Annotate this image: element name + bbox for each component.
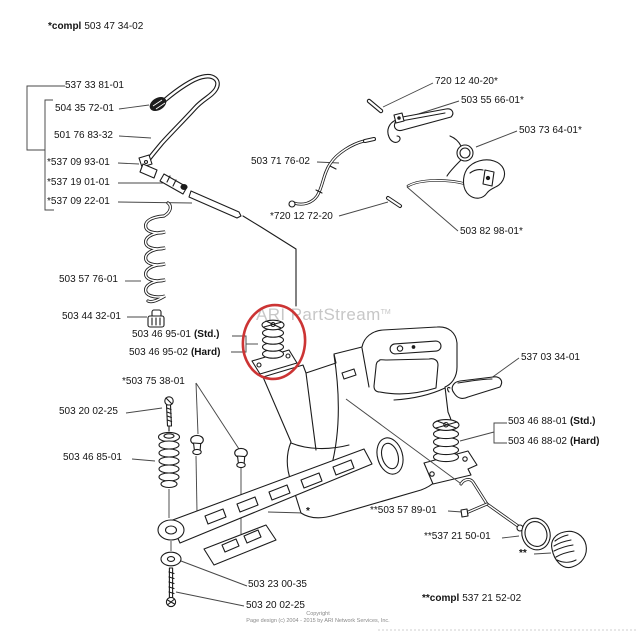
part-label-5371901-01[interactable]: *537 19 01-01 — [47, 177, 110, 188]
part-label-5370993-01[interactable]: *537 09 93-01 — [47, 157, 110, 168]
part-label-5034695-01-std[interactable]: 503 46 95-01(Std.) — [132, 329, 220, 340]
fuel-hose-assembly — [138, 73, 297, 307]
damper-plug — [147, 309, 165, 328]
part-label-5034695-02-hard[interactable]: 503 46 95-02(Hard) — [129, 347, 221, 358]
part-label-5037176-02[interactable]: 503 71 76-02 — [251, 156, 310, 167]
filler-ring — [521, 517, 551, 551]
grip-slot — [389, 340, 442, 355]
mount-column — [157, 396, 248, 608]
tank-handle-body — [157, 326, 458, 566]
part-label-7201272-20[interactable]: *720 12 72-20 — [270, 211, 333, 222]
part-label-5034688-01-std[interactable]: 503 46 88-01(Std.) — [508, 416, 596, 427]
copyright-footer: Copyright Page design (c) 2004 - 2015 by… — [178, 611, 458, 624]
part-label-5035566-01[interactable]: 503 55 66-01* — [461, 95, 524, 106]
throttle-cable — [288, 137, 376, 208]
part-label-5372150-01[interactable]: **537 21 50-01 — [424, 531, 491, 542]
highlight-circle — [241, 303, 307, 381]
watermark: ARI PartStreamTM — [256, 305, 391, 324]
av-spring-rear — [423, 419, 478, 485]
part-label-5032002-25-bottom[interactable]: 503 20 02-25 — [246, 600, 305, 611]
fuel-cap — [551, 530, 587, 569]
part-label-5370922-01[interactable]: *537 09 22-01 — [47, 196, 110, 207]
return-spring-large — [144, 201, 172, 304]
choke-rod — [345, 398, 524, 532]
part-label-5373381-01[interactable]: 537 33 81-01 — [65, 80, 124, 91]
part-label-5032300-35[interactable]: 503 23 00-35 — [248, 579, 307, 590]
part-label-5034685-01[interactable]: 503 46 85-01 — [63, 452, 122, 463]
trademark-symbol: TM — [380, 309, 391, 316]
part-label-5038298-01[interactable]: 503 82 98-01* — [460, 226, 523, 237]
throttle-lockout-lever — [366, 98, 454, 143]
part-label-5032002-25-top[interactable]: 503 20 02-25 — [59, 406, 118, 417]
part-label-5043572-01[interactable]: 504 35 72-01 — [55, 103, 114, 114]
av-spring-front — [251, 319, 298, 375]
throttle-trigger — [386, 159, 506, 208]
asterisk-marker-body: * — [306, 506, 310, 517]
part-label-5035789-01[interactable]: **503 57 89-01 — [370, 505, 437, 516]
grip-cover — [447, 376, 503, 399]
part-label-5034688-02-hard[interactable]: 503 46 88-02(Hard) — [508, 436, 600, 447]
part-label-5037364-01[interactable]: 503 73 64-01* — [519, 125, 582, 136]
fuel-filler-opening — [376, 437, 404, 475]
copyright-line2: Page design (c) 2004 - 2015 by ARI Netwo… — [246, 617, 390, 624]
trigger-spring — [446, 135, 474, 177]
copyright-line1: Copyright — [306, 611, 330, 617]
part-label-5034432-01[interactable]: 503 44 32-01 — [62, 311, 121, 322]
part-label-5035776-01[interactable]: 503 57 76-01 — [59, 274, 118, 285]
asterisk-marker-cap: ** — [519, 548, 527, 559]
part-label-5370334-01[interactable]: 537 03 34-01 — [521, 352, 580, 363]
part-label-7201240-20[interactable]: 720 12 40-20* — [435, 76, 498, 87]
leader-lines — [26, 82, 552, 607]
part-label-5017683-32[interactable]: 501 76 83-32 — [54, 130, 113, 141]
part-label-5037538-01[interactable]: *503 75 38-01 — [122, 376, 185, 387]
